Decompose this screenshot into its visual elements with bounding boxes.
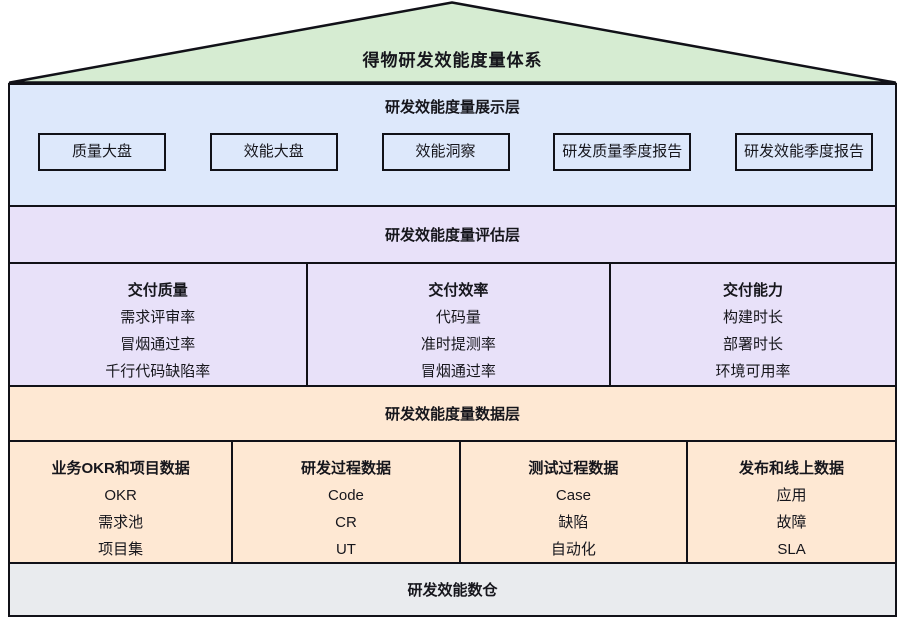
evaluation-layer-header-band: 研发效能度量评估层 [8, 205, 897, 262]
roof-triangle-shape [8, 1, 897, 84]
eval-column-delivery-efficiency: 交付效率 代码量 准时提测率 冒烟通过率 [305, 264, 610, 385]
eval-metric: 冒烟通过率 [420, 363, 496, 380]
data-source: 自动化 [550, 541, 596, 558]
diagram-title: 得物研发效能度量体系 [362, 51, 543, 70]
data-source: Code [328, 487, 364, 504]
eval-column-delivery-capability: 交付能力 构建时长 部署时长 环境可用率 [609, 264, 895, 385]
display-layer: 研发效能度量展示层 质量大盘 效能大盘 效能洞察 研发质量季度报告 研发效能季度… [8, 83, 897, 205]
eval-metric: 需求评审率 [120, 309, 196, 326]
dashboard-box-quality: 质量大盘 [38, 133, 166, 171]
data-source: SLA [777, 541, 806, 558]
display-box-row: 质量大盘 效能大盘 效能洞察 研发质量季度报告 研发效能季度报告 [38, 133, 873, 171]
data-layer-header-band: 研发效能度量数据层 [8, 385, 897, 440]
eval-metric: 构建时长 [723, 309, 784, 326]
eval-column-delivery-quality: 交付质量 需求评审率 冒烟通过率 千行代码缺陷率 [10, 264, 306, 385]
evaluation-columns-band: 交付质量 需求评审率 冒烟通过率 千行代码缺陷率 交付效率 代码量 准时提测率 … [8, 262, 897, 385]
warehouse-layer-header: 研发效能数仓 [407, 582, 498, 599]
roof-layer: 得物研发效能度量体系 [8, 0, 897, 85]
eval-metric: 冒烟通过率 [120, 336, 196, 353]
data-layer-header: 研发效能度量数据层 [384, 406, 520, 423]
data-column-title: 研发过程数据 [300, 460, 391, 477]
data-column-title: 测试过程数据 [528, 460, 619, 477]
dashboard-box-efficiency-report: 研发效能季度报告 [735, 133, 873, 171]
data-column-release-online: 发布和线上数据 应用 故障 SLA [686, 442, 895, 562]
data-column-test-process: 测试过程数据 Case 缺陷 自动化 [458, 442, 686, 562]
data-source: 需求池 [98, 514, 144, 531]
pyramid-container: 得物研发效能度量体系 研发效能度量展示层 质量大盘 效能大盘 效能洞察 研发质量… [8, 0, 897, 622]
evaluation-layer-header: 研发效能度量评估层 [384, 227, 520, 244]
data-source: 应用 [776, 487, 807, 504]
eval-column-title: 交付效率 [428, 282, 489, 299]
display-layer-header: 研发效能度量展示层 [384, 99, 520, 116]
warehouse-layer: 研发效能数仓 [8, 562, 897, 617]
data-source: OKR [104, 487, 137, 504]
dashboard-box-insight: 效能洞察 [381, 133, 510, 171]
data-source: UT [335, 541, 356, 558]
eval-column-title: 交付能力 [723, 282, 784, 299]
data-column-dev-process: 研发过程数据 Code CR UT [231, 442, 458, 562]
data-column-okr-project: 业务OKR和项目数据 OKR 需求池 项目集 [10, 442, 231, 562]
eval-column-title: 交付质量 [127, 282, 188, 299]
data-source: CR [335, 514, 357, 531]
eval-metric: 代码量 [435, 309, 481, 326]
eval-metric: 环境可用率 [715, 363, 791, 380]
data-source: 缺陷 [558, 514, 589, 531]
data-source: 故障 [776, 514, 807, 531]
data-columns-band: 业务OKR和项目数据 OKR 需求池 项目集 研发过程数据 Code CR UT… [8, 440, 897, 562]
eval-metric: 准时提测率 [420, 336, 496, 353]
dashboard-box-quality-report: 研发质量季度报告 [553, 133, 692, 171]
data-column-title: 业务OKR和项目数据 [51, 460, 190, 477]
data-column-title: 发布和线上数据 [739, 460, 845, 477]
eval-metric: 部署时长 [723, 336, 784, 353]
eval-metric: 千行代码缺陷率 [105, 363, 211, 380]
data-source: Case [555, 487, 591, 504]
data-source: 项目集 [98, 541, 144, 558]
dashboard-box-efficiency: 效能大盘 [209, 133, 338, 171]
